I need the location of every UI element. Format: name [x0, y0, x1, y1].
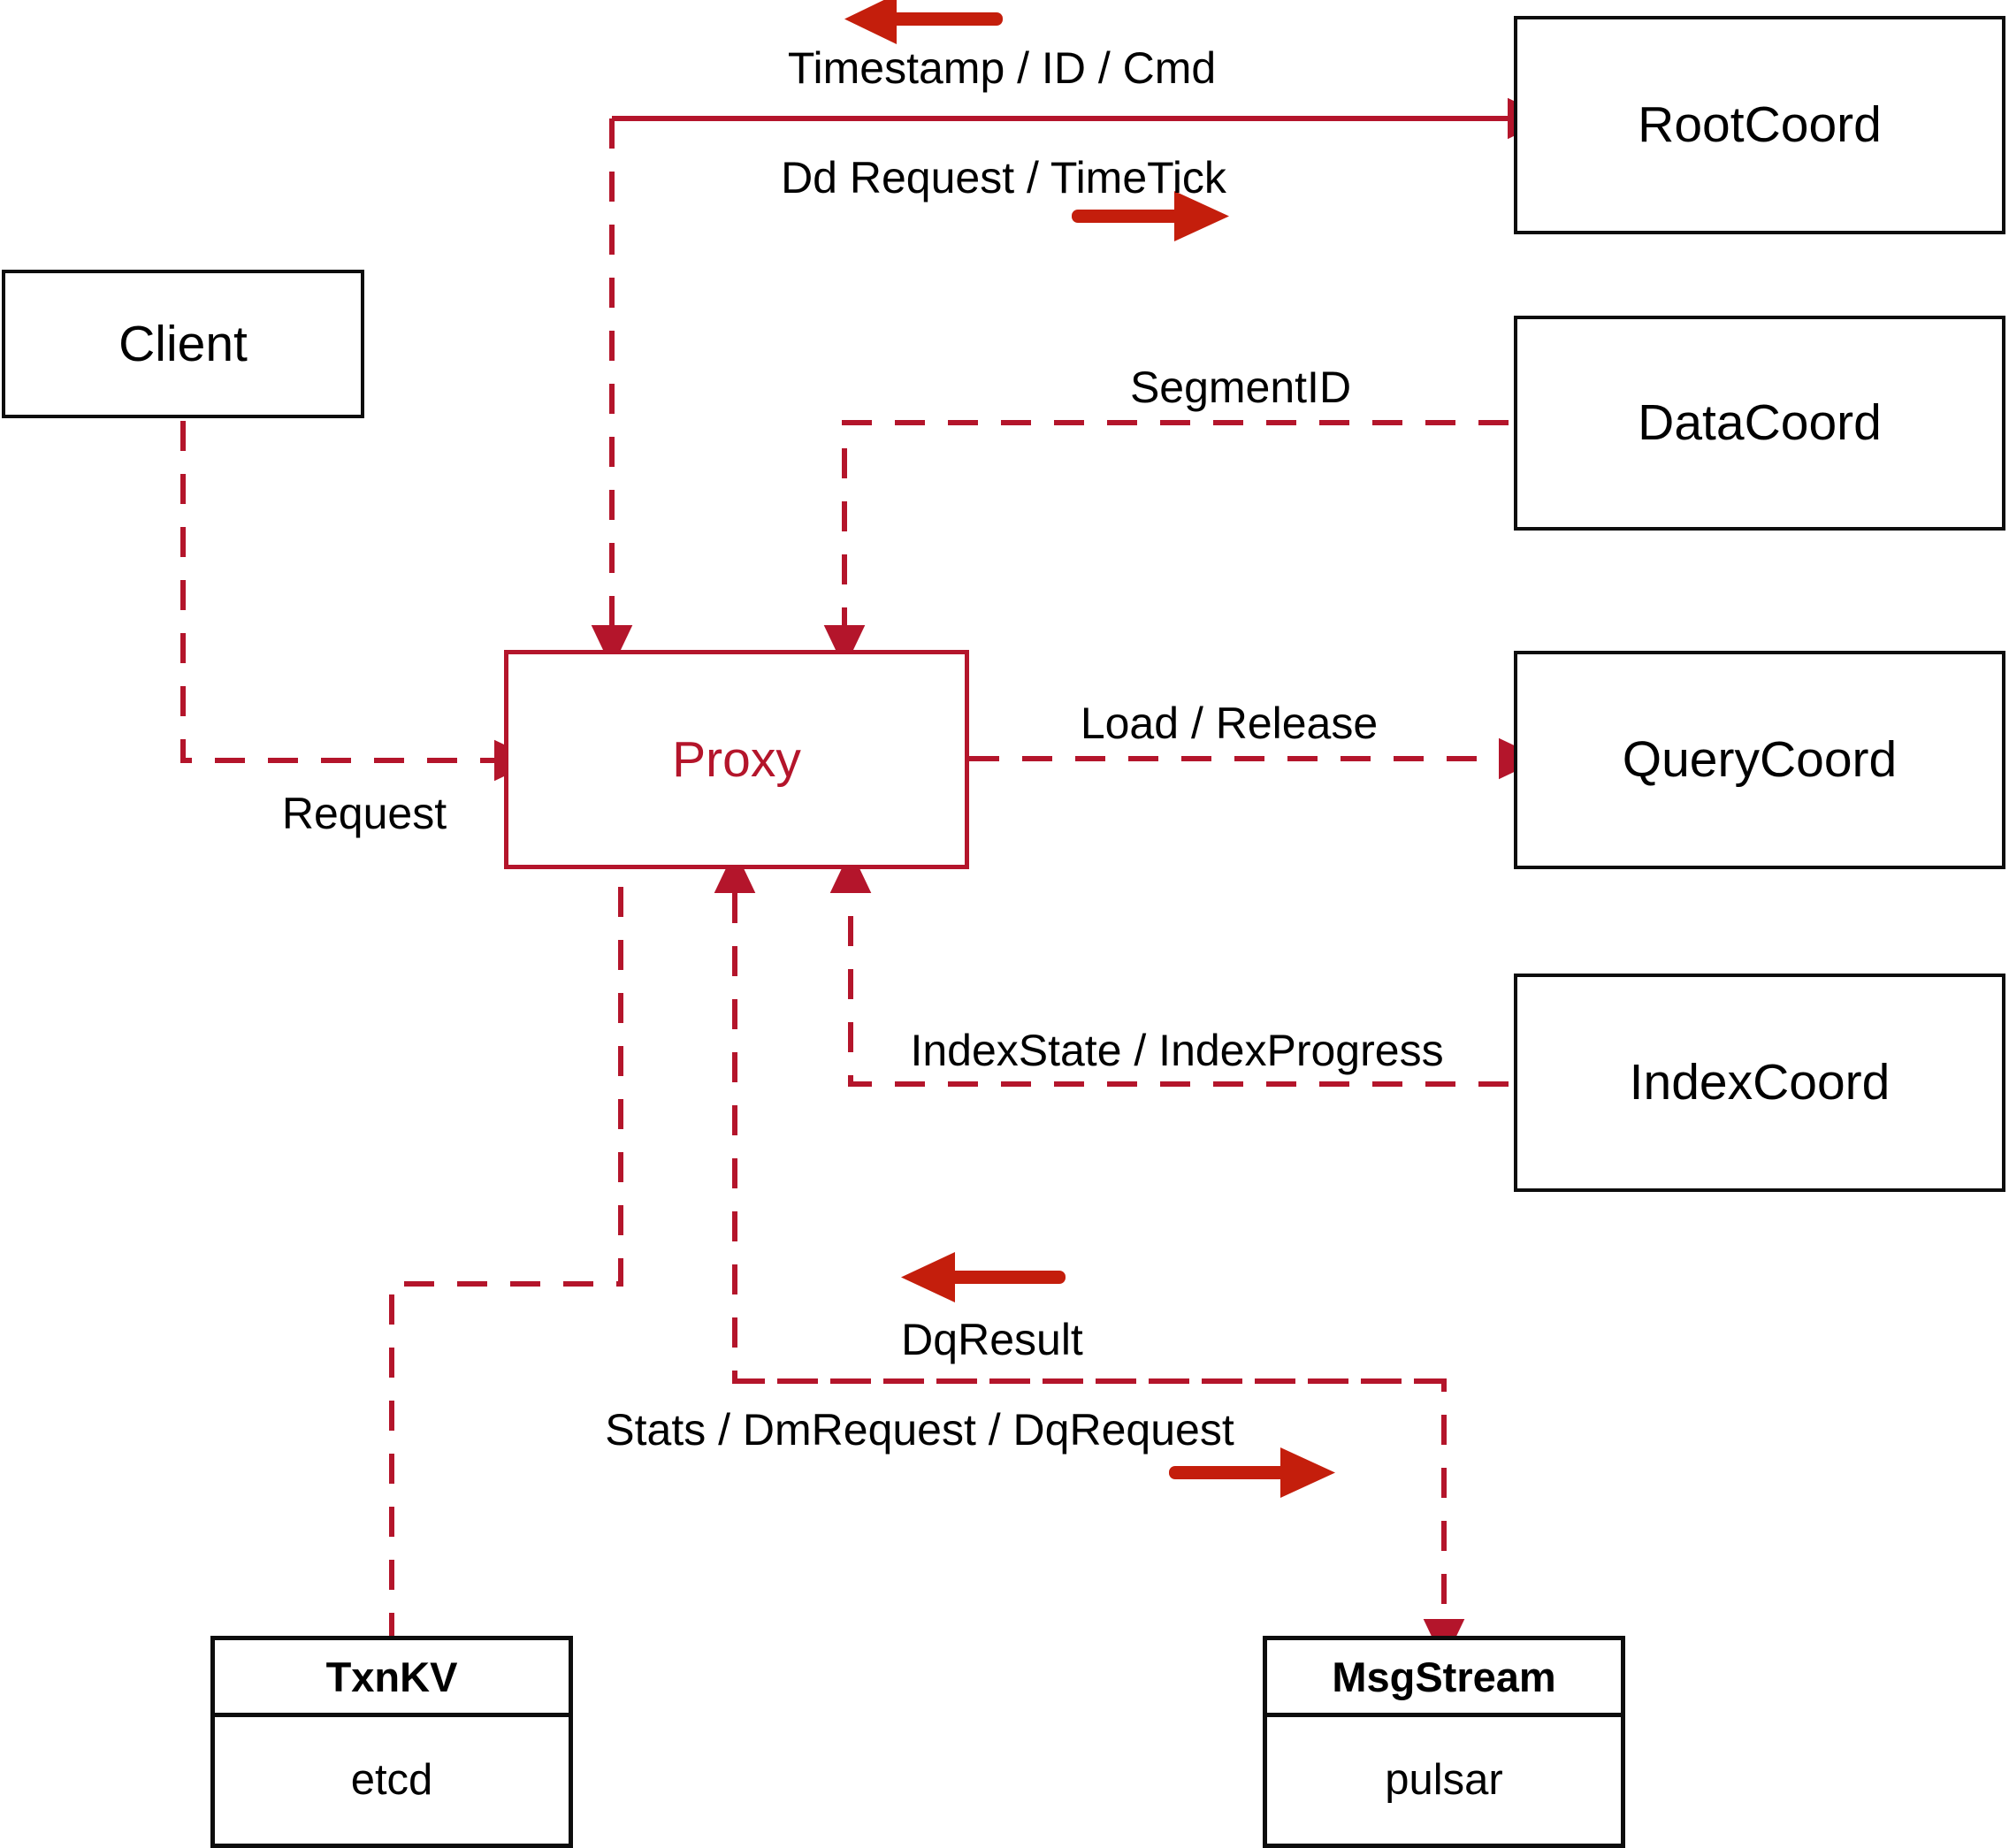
edge-label-index-state-progress: IndexState / IndexProgress	[910, 1026, 1444, 1075]
node-datacoord[interactable]: DataCoord	[1514, 316, 2005, 531]
direction-arrow-left-dqresult	[901, 1252, 1066, 1302]
node-txnkv-body: etcd	[215, 1717, 569, 1844]
node-msgstream-body: pulsar	[1267, 1717, 1621, 1844]
edge-label-segment-id: SegmentID	[1129, 363, 1352, 412]
wire-client-to-proxy	[180, 421, 538, 782]
node-rootcoord[interactable]: RootCoord	[1514, 16, 2005, 234]
edge-label-dq-result: DqResult	[901, 1315, 1083, 1364]
node-msgstream-label: MsgStream	[1332, 1653, 1556, 1700]
node-querycoord[interactable]: QueryCoord	[1514, 651, 2005, 869]
node-txnkv-label: TxnKV	[325, 1653, 458, 1700]
node-indexcoord-label: IndexCoord	[1629, 1054, 1891, 1111]
node-txnkv[interactable]: TxnKV etcd	[210, 1636, 573, 1848]
node-querycoord-label: QueryCoord	[1622, 731, 1898, 788]
node-txnkv-impl: etcd	[350, 1756, 433, 1804]
edge-label-timestamp-id-cmd: Timestamp / ID / Cmd	[787, 43, 1217, 93]
node-proxy-label: Proxy	[672, 730, 801, 788]
edge-label-load-release: Load / Release	[1080, 699, 1379, 748]
node-msgstream-impl: pulsar	[1385, 1756, 1503, 1804]
edge-label-request: Request	[281, 789, 447, 838]
node-msgstream-header: MsgStream	[1267, 1640, 1621, 1717]
node-client-label: Client	[118, 315, 248, 372]
node-indexcoord[interactable]: IndexCoord	[1514, 974, 2005, 1192]
node-client[interactable]: Client	[2, 270, 364, 418]
edge-label-dd-request-timetick: Dd Request / TimeTick	[781, 153, 1226, 202]
wire-msgstream-to-proxy	[714, 850, 1444, 1384]
node-rootcoord-label: RootCoord	[1638, 96, 1882, 153]
node-msgstream[interactable]: MsgStream pulsar	[1263, 1636, 1625, 1848]
direction-arrow-right-stats	[1169, 1447, 1335, 1498]
edge-label-stats-dm-dq-request: Stats / DmRequest / DqRequest	[605, 1405, 1234, 1455]
direction-arrow-left-timestamp	[844, 0, 1003, 44]
wire-proxy-to-txnkv	[389, 887, 623, 1636]
node-txnkv-header: TxnKV	[215, 1640, 569, 1717]
node-proxy[interactable]: Proxy	[504, 650, 969, 869]
node-datacoord-label: DataCoord	[1638, 394, 1882, 451]
wire-datacoord-to-proxy	[823, 420, 1509, 668]
